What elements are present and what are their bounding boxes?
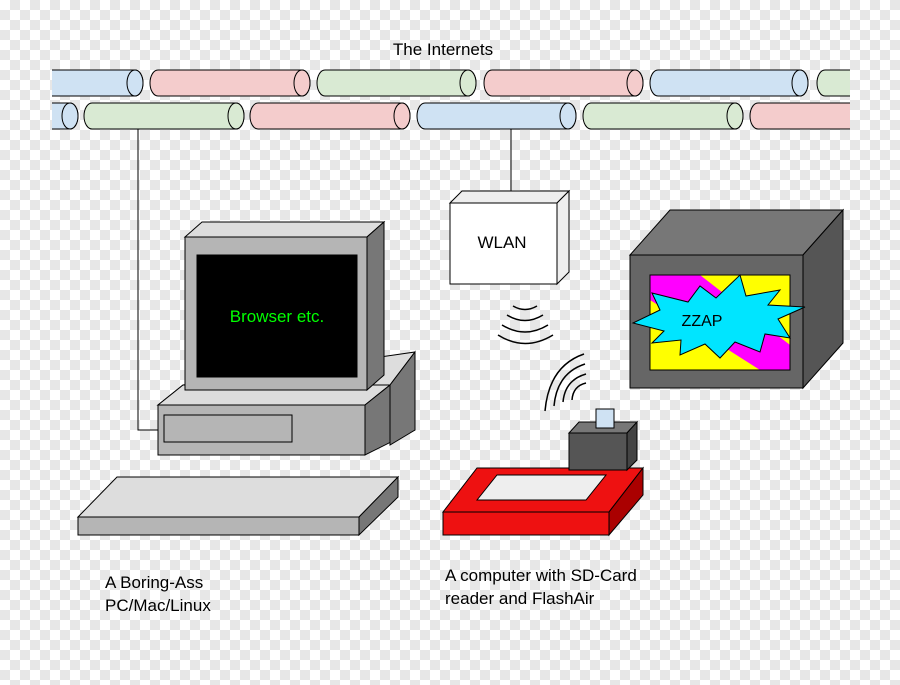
tv: ZZAP <box>628 208 845 390</box>
pipe-segment-end <box>227 102 245 130</box>
screen-text-front: Browser etc. <box>230 307 324 326</box>
pipe-segment-end <box>393 102 411 130</box>
pipe-segment <box>483 69 644 97</box>
sd-computer-caption-line1: A computer with SD-Card <box>445 566 637 585</box>
pipe-segment-end <box>626 69 644 97</box>
pipe-segment-end <box>126 69 144 97</box>
wifi-waves-icon <box>544 353 587 412</box>
disk-drive-slot <box>163 414 293 443</box>
burst-text: ZZAP <box>682 313 723 330</box>
sd-reader-pad <box>475 474 608 501</box>
pipe-segment <box>649 69 809 97</box>
pc-case <box>156 350 416 456</box>
pipe-segment-end <box>459 69 477 97</box>
pipe-segment <box>749 102 850 130</box>
internet-pipes <box>52 69 850 130</box>
diagram-title: The Internets <box>393 40 493 59</box>
pipe-segment-end <box>293 69 311 97</box>
sd-card-computer <box>441 408 645 537</box>
pc-caption-line1: A Boring-Ass <box>105 573 203 592</box>
pipe-segment-end <box>61 102 79 130</box>
sd-computer-caption-line2: reader and FlashAir <box>445 589 595 608</box>
pipe-segment <box>816 69 850 97</box>
keyboard <box>76 475 400 537</box>
pipe-segment <box>149 69 311 97</box>
pipe-row-bottom <box>52 102 850 130</box>
pipe-row-top <box>52 69 850 97</box>
pc-cable <box>137 129 158 431</box>
pipe-segment <box>582 102 744 130</box>
wifi-waves-icon <box>497 305 554 345</box>
wlan-router: WLAN <box>448 189 571 286</box>
pipe-segment <box>52 69 144 97</box>
pipe-segment <box>249 102 411 130</box>
pipe-segment-end <box>791 69 809 97</box>
pc-caption-line2: PC/Mac/Linux <box>105 596 211 615</box>
pipe-segment-end <box>726 102 744 130</box>
pc-monitor-front: Browser etc. <box>184 220 385 392</box>
pipe-segment <box>416 102 577 130</box>
pipe-segment <box>316 69 477 97</box>
router-label: WLAN <box>477 233 526 252</box>
flashair-card <box>567 408 639 472</box>
zzap-burst <box>631 274 806 359</box>
pipe-segment-end <box>559 102 577 130</box>
pipe-segment <box>83 102 245 130</box>
